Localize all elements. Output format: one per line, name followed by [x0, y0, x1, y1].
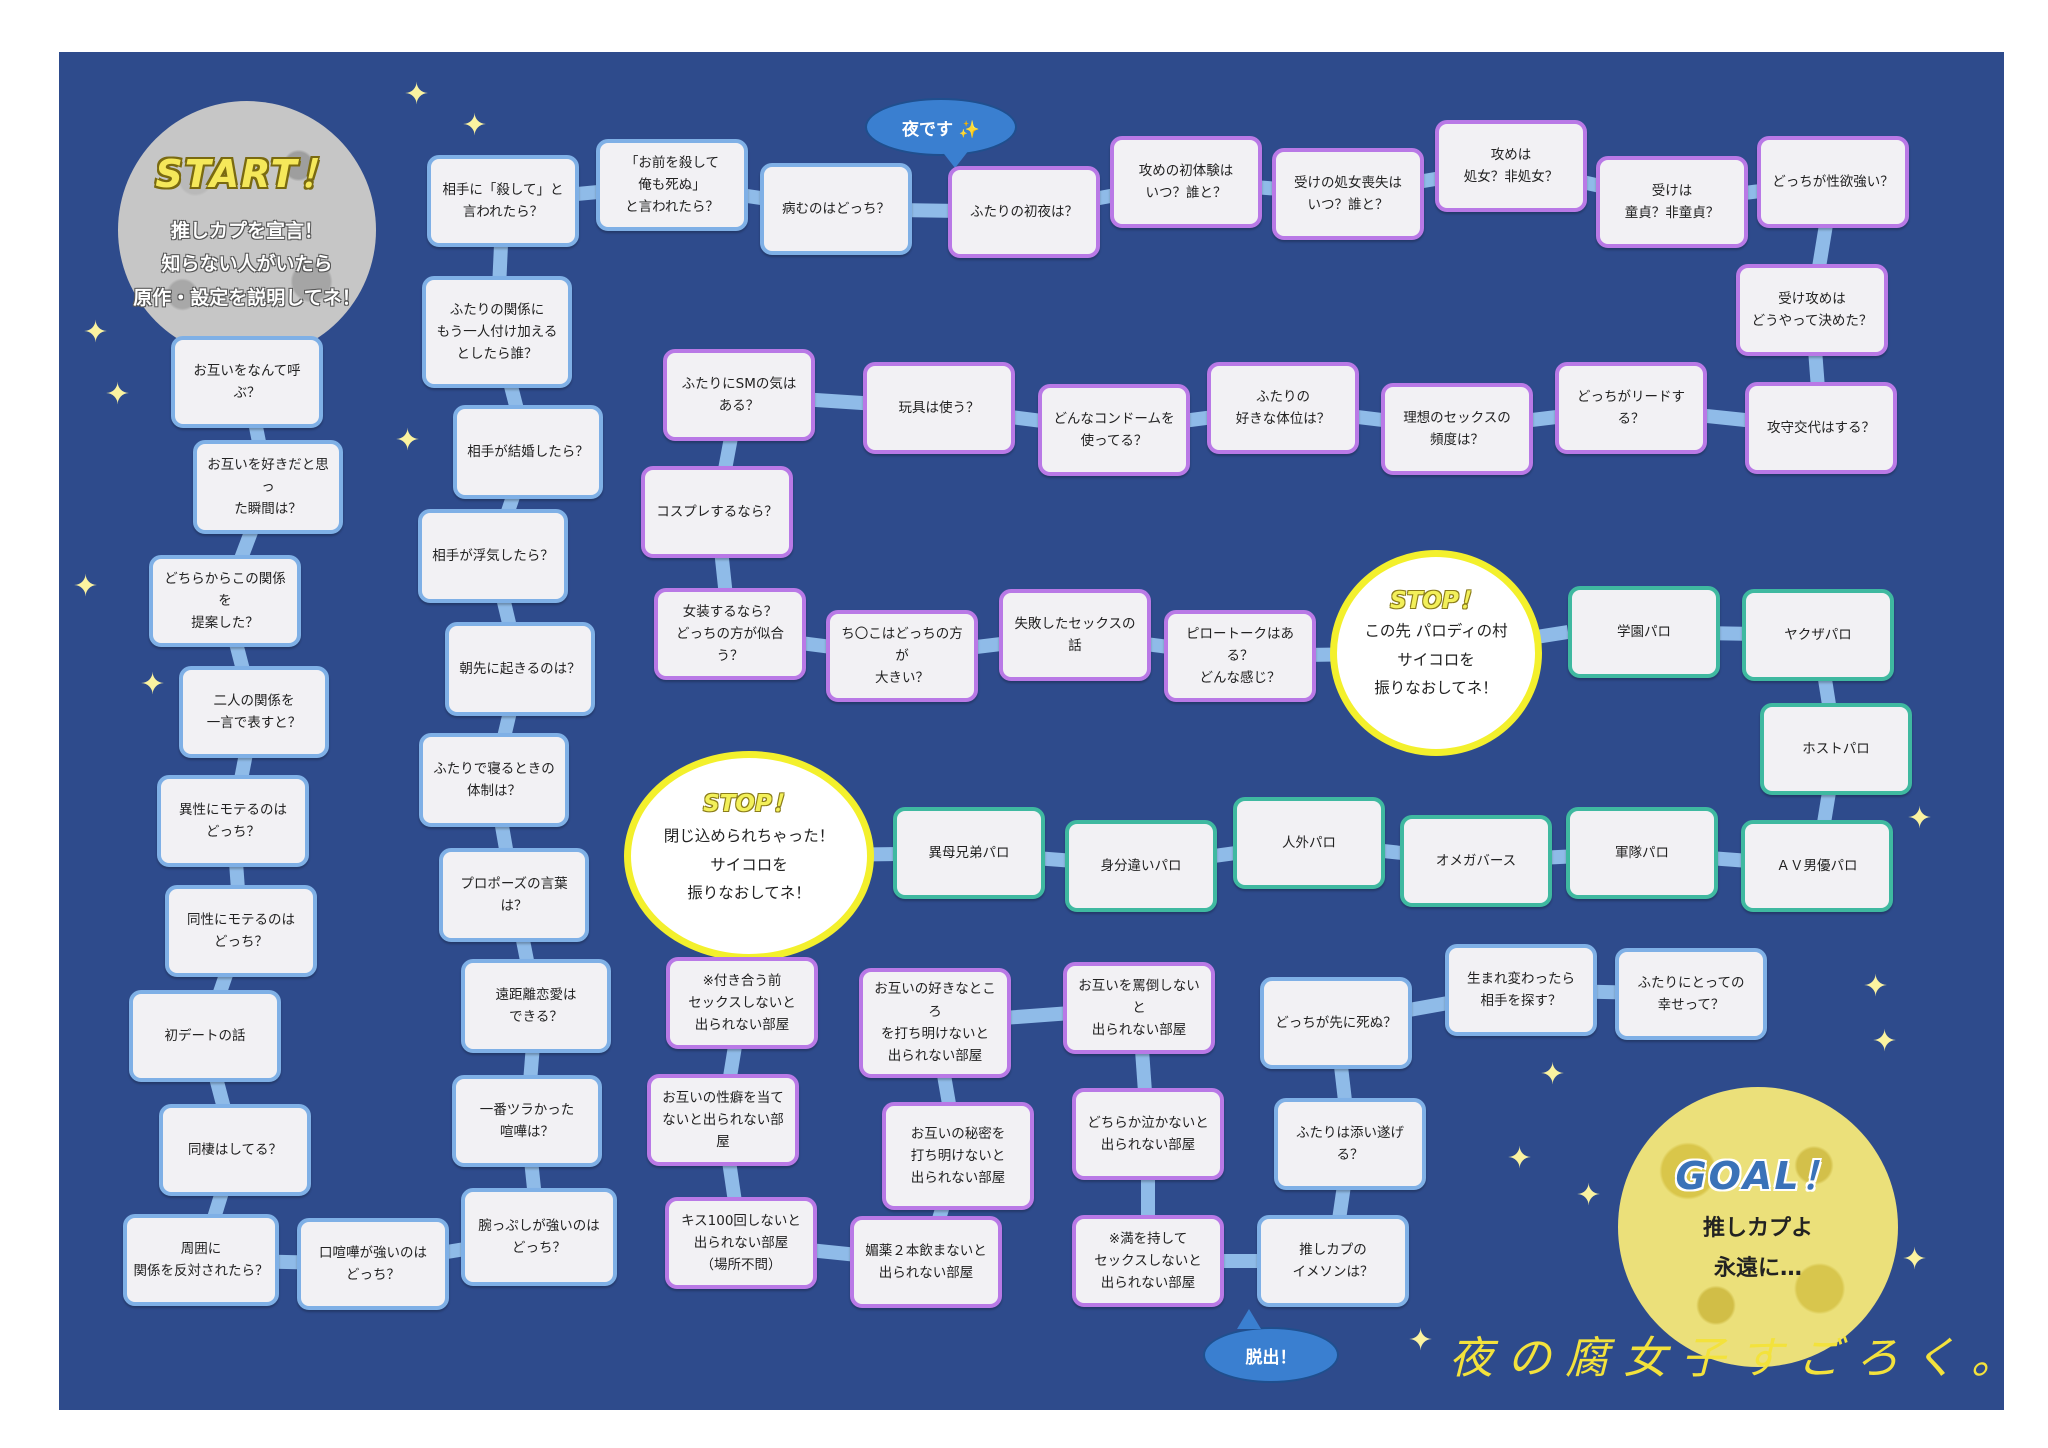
- start-space[interactable]: START！ 推しカプを宣言！ 知らない人がいたら 原作・設定を説明してネ！: [118, 101, 376, 359]
- board-space-59[interactable]: ※満を持して セックスしないと 出られない部屋: [1072, 1215, 1224, 1307]
- board-space-64[interactable]: ふたりにとっての 幸せって？: [1615, 948, 1767, 1040]
- goal-space[interactable]: GOAL！ 推しカプよ 永遠に…: [1618, 1087, 1898, 1367]
- sparkle-star-icon: ✦: [1902, 1242, 1928, 1277]
- board-space-45[interactable]: ＡＶ男優パロ: [1741, 820, 1893, 912]
- board-space-49[interactable]: 身分違いパロ: [1065, 820, 1217, 912]
- start-title: START！: [155, 152, 339, 196]
- board-space-27[interactable]: 受けは 童貞？非童貞？: [1596, 156, 1748, 248]
- board-space-30[interactable]: 攻守交代はする？: [1745, 382, 1897, 474]
- board-space-4[interactable]: 二人の関係を 一言で表すと？: [179, 666, 329, 758]
- board-space-47[interactable]: オメガバース: [1400, 815, 1552, 907]
- board-space-34[interactable]: どんなコンドームを 使ってる？: [1038, 384, 1190, 476]
- board-space-46[interactable]: 軍隊パロ: [1566, 807, 1718, 899]
- board-space-63[interactable]: 生まれ変わったら 相手を探す？: [1445, 944, 1597, 1036]
- sparkle-star-icon: ✦: [1576, 1178, 1602, 1213]
- board-space-48[interactable]: 人外パロ: [1233, 797, 1385, 889]
- sparkle-star-icon: ✦: [404, 77, 430, 112]
- board-space-55[interactable]: お互いの秘密を 打ち明けないと 出られない部屋: [882, 1102, 1034, 1210]
- board-space-15[interactable]: ふたりで寝るときの 体制は？: [419, 733, 569, 827]
- board-space-33[interactable]: ふたりの 好きな体位は？: [1207, 362, 1359, 454]
- board-space-62[interactable]: どっちが先に死ぬ？: [1260, 977, 1412, 1069]
- board-space-18[interactable]: 相手が結婚したら？: [453, 405, 603, 499]
- stop-space-parody[interactable]: STOP！ この先 パロディの村 サイコロを 振りなおしてネ！: [1330, 550, 1542, 756]
- board-space-43[interactable]: ヤクザパロ: [1742, 589, 1894, 681]
- board-space-14[interactable]: プロポーズの言葉は？: [439, 848, 589, 942]
- board-space-41[interactable]: ピロートークはある？ どんな感じ？: [1164, 610, 1316, 702]
- sparkle-star-icon: ✦: [1863, 969, 1889, 1004]
- escape-speech-bubble: 脱出！: [1203, 1327, 1339, 1383]
- board-space-2[interactable]: お互いを好きだと思っ た瞬間は？: [193, 440, 343, 534]
- board-space-8[interactable]: 同棲はしてる？: [159, 1104, 311, 1196]
- board-space-20[interactable]: 相手に「殺して」と 言われたら？: [427, 155, 579, 247]
- start-instructions: 推しカプを宣言！ 知らない人がいたら 原作・設定を説明してネ！: [133, 220, 361, 309]
- goal-title: GOAL！: [1675, 1154, 1841, 1198]
- board-space-51[interactable]: ※付き合う前 セックスしないと 出られない部屋: [666, 957, 818, 1049]
- board-space-9[interactable]: 周囲に 関係を反対されたら？: [123, 1214, 279, 1306]
- board-space-31[interactable]: どっちがリードする？: [1555, 362, 1707, 454]
- board-space-26[interactable]: 攻めは 処女？非処女？: [1435, 120, 1587, 212]
- board-space-56[interactable]: お互いの好きなところ を打ち明けないと 出られない部屋: [859, 968, 1011, 1078]
- board-space-21[interactable]: 「お前を殺して 俺も死ぬ」 と言われたら？: [596, 139, 748, 231]
- board-space-38[interactable]: 女装するなら？ どっちの方が似合う？: [654, 588, 806, 680]
- board-space-6[interactable]: 同性にモテるのは どっち？: [165, 885, 317, 977]
- stop-space-locked-room[interactable]: STOP！ 閉じ込められちゃった！ サイコロを 振りなおしてネ！: [624, 751, 874, 961]
- board-space-60[interactable]: 推しカプの イメソンは？: [1257, 1215, 1409, 1307]
- stop-title: STOP！: [1390, 588, 1482, 614]
- board-space-61[interactable]: ふたりは添い遂げる？: [1274, 1098, 1426, 1190]
- board-space-12[interactable]: 一番ツラかった 喧嘩は？: [452, 1075, 602, 1167]
- board-space-29[interactable]: 受け攻めは どうやって決めた？: [1736, 264, 1888, 356]
- sparkle-star-icon: ✦: [83, 315, 109, 350]
- sparkle-star-icon: ✦: [1408, 1323, 1434, 1358]
- stop-text: 閉じ込められちゃった！ サイコロを 振りなおしてネ！: [663, 827, 835, 903]
- board-space-35[interactable]: 玩具は使う？: [863, 362, 1015, 454]
- board-space-42[interactable]: 学園パロ: [1568, 586, 1720, 678]
- board-space-16[interactable]: 朝先に起きるのは？: [445, 622, 595, 716]
- board-space-32[interactable]: 理想のセックスの 頻度は？: [1381, 383, 1533, 475]
- board-space-28[interactable]: どっちが性欲強い？: [1757, 136, 1909, 228]
- board-title: 夜の腐女子すごろく。: [1449, 1333, 2004, 1384]
- sparkle-star-icon: ✦: [140, 667, 166, 702]
- sparkle-star-icon: ✦: [1540, 1057, 1566, 1092]
- board-space-37[interactable]: コスプレするなら？: [641, 466, 793, 558]
- board-space-25[interactable]: 受けの処女喪失は いつ？誰と？: [1272, 148, 1424, 240]
- board-space-39[interactable]: ち〇こはどっちの方が 大きい？: [826, 610, 978, 702]
- sparkle-star-icon: ✦: [395, 423, 421, 458]
- board-space-7[interactable]: 初デートの話: [129, 990, 281, 1082]
- board-space-3[interactable]: どちらからこの関係を 提案した？: [149, 555, 301, 647]
- board-space-52[interactable]: お互いの性癖を当て ないと出られない部屋: [647, 1074, 799, 1166]
- night-bubble-tail: [941, 150, 969, 168]
- sparkle-star-icon: ✦: [73, 569, 99, 604]
- stop-text: この先 パロディの村 サイコロを 振りなおしてネ！: [1364, 622, 1508, 698]
- board-space-58[interactable]: どちらか泣かないと 出られない部屋: [1072, 1088, 1224, 1180]
- board-space-23[interactable]: ふたりの初夜は？: [948, 166, 1100, 258]
- board-space-36[interactable]: ふたりにSMの気は ある？: [663, 349, 815, 441]
- board-space-10[interactable]: 口喧嘩が強いのは どっち？: [297, 1218, 449, 1310]
- board-space-17[interactable]: 相手が浮気したら？: [418, 509, 568, 603]
- night-bubble-text: 夜です ✨: [901, 119, 981, 140]
- escape-bubble-text: 脱出！: [1245, 1347, 1297, 1368]
- board-space-50[interactable]: 異母兄弟パロ: [893, 807, 1045, 899]
- escape-bubble-tail: [1237, 1309, 1261, 1329]
- board-space-1[interactable]: お互いをなんて呼ぶ？: [171, 336, 323, 428]
- board-space-44[interactable]: ホストパロ: [1760, 703, 1912, 795]
- board-space-19[interactable]: ふたりの関係に もう一人付け加える としたら誰？: [422, 276, 572, 388]
- game-board: START！ 推しカプを宣言！ 知らない人がいたら 原作・設定を説明してネ！ G…: [59, 52, 2004, 1410]
- goal-text: 推しカプよ 永遠に…: [1702, 1216, 1813, 1281]
- sparkle-star-icon: ✦: [1907, 801, 1933, 836]
- sparkle-star-icon: ✦: [462, 108, 488, 143]
- board-space-13[interactable]: 遠距離恋愛は できる？: [461, 959, 611, 1053]
- night-speech-bubble: 夜です ✨: [865, 98, 1017, 156]
- stop-title: STOP！: [703, 791, 795, 817]
- sparkle-star-icon: ✦: [105, 377, 131, 412]
- board-space-57[interactable]: お互いを罵倒しないと 出られない部屋: [1063, 962, 1215, 1054]
- board-space-40[interactable]: 失敗したセックスの話: [999, 589, 1151, 681]
- board-space-11[interactable]: 腕っぷしが強いのは どっち？: [461, 1188, 617, 1286]
- sparkle-star-icon: ✦: [1872, 1024, 1898, 1059]
- board-space-53[interactable]: キス100回しないと 出られない部屋 （場所不問）: [665, 1197, 817, 1289]
- sparkle-star-icon: ✦: [1507, 1141, 1533, 1176]
- board-space-5[interactable]: 異性にモテるのは どっち？: [157, 775, 309, 867]
- board-space-22[interactable]: 病むのはどっち？: [760, 163, 912, 255]
- board-space-24[interactable]: 攻めの初体験は いつ？誰と？: [1110, 136, 1262, 228]
- board-space-54[interactable]: 媚薬２本飲まないと 出られない部屋: [850, 1216, 1002, 1308]
